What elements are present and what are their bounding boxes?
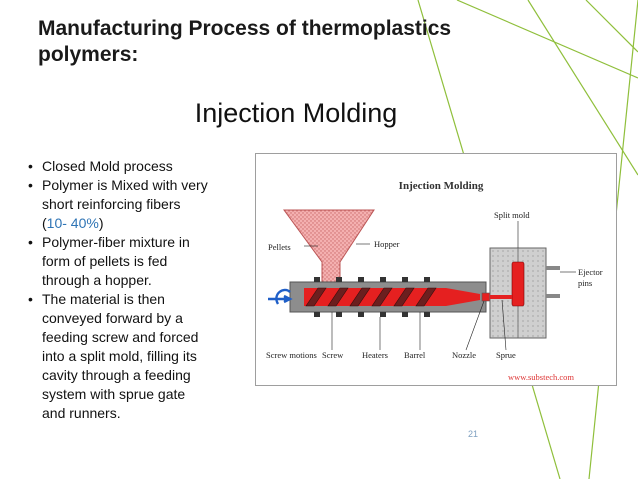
- bullet-line: Polymer-fiber mixture in: [42, 234, 190, 250]
- label-screw-motions: Screw motions: [266, 350, 317, 360]
- screw: [305, 287, 437, 307]
- slide-title-line-1: Manufacturing Process of thermoplastics: [38, 17, 452, 40]
- bullet-line-fiber-range: (10- 40%): [42, 214, 246, 233]
- slide-title-line-2: polymers:: [38, 43, 139, 66]
- bullet-line: The material is then: [42, 291, 165, 307]
- source-url: www.substech.com: [508, 372, 574, 382]
- bullet-line: and runners.: [42, 405, 121, 421]
- hopper: [283, 209, 375, 285]
- bullet-line: Polymer is Mixed with very: [42, 177, 208, 193]
- injection-molding-figure: Injection Molding: [255, 153, 617, 386]
- label-screw: Screw: [322, 350, 344, 360]
- bullet-line: through a hopper.: [42, 272, 152, 288]
- bullet-line: feeding screw and forced: [42, 329, 199, 345]
- bullet-item: Polymer-fiber mixture in form of pellets…: [24, 233, 246, 290]
- screw-motion-arrows: [268, 288, 293, 305]
- bullet-line: form of pellets is fed: [42, 253, 168, 269]
- diagram-title: Injection Molding: [399, 180, 484, 192]
- bullet-line: into a split mold, filling its: [42, 348, 197, 364]
- label-hopper: Hopper: [374, 239, 400, 249]
- paren-open: (: [42, 215, 47, 231]
- bullet-line: system with sprue gate: [42, 386, 186, 402]
- ejector-pins: [546, 266, 560, 298]
- bullet-line: short reinforcing fibers: [42, 196, 181, 212]
- bullet-item: Closed Mold process: [24, 157, 246, 176]
- injection-molding-diagram: Injection Molding: [266, 180, 603, 382]
- mold-cavity: [511, 261, 525, 307]
- label-pellets: Pellets: [268, 242, 291, 252]
- label-pins: pins: [578, 278, 592, 288]
- bullet-list: Closed Mold process Polymer is Mixed wit…: [24, 157, 246, 423]
- slide-title: Manufacturing Process of thermoplastics …: [38, 16, 538, 68]
- melt-channel: [304, 288, 480, 306]
- page-number: 21: [468, 429, 479, 439]
- paren-close: ): [98, 215, 104, 231]
- fiber-percentage: 10- 40%: [46, 215, 99, 231]
- label-sprue: Sprue: [496, 350, 516, 360]
- label-ejector: Ejector: [578, 267, 603, 277]
- slide-subtitle: Injection Molding: [194, 98, 398, 128]
- nozzle: [481, 292, 491, 302]
- bullet-item: Polymer is Mixed with very short reinfor…: [24, 176, 246, 233]
- label-split-mold: Split mold: [494, 210, 530, 220]
- label-barrel: Barrel: [404, 350, 426, 360]
- bullet-line: Closed Mold process: [42, 158, 173, 174]
- bullet-line: cavity through a feeding: [42, 367, 191, 383]
- label-nozzle: Nozzle: [452, 350, 476, 360]
- label-heaters: Heaters: [362, 350, 388, 360]
- bullet-line: conveyed forward by a: [42, 310, 183, 326]
- bullet-item: The material is then conveyed forward by…: [24, 290, 246, 423]
- heaters: [314, 277, 430, 317]
